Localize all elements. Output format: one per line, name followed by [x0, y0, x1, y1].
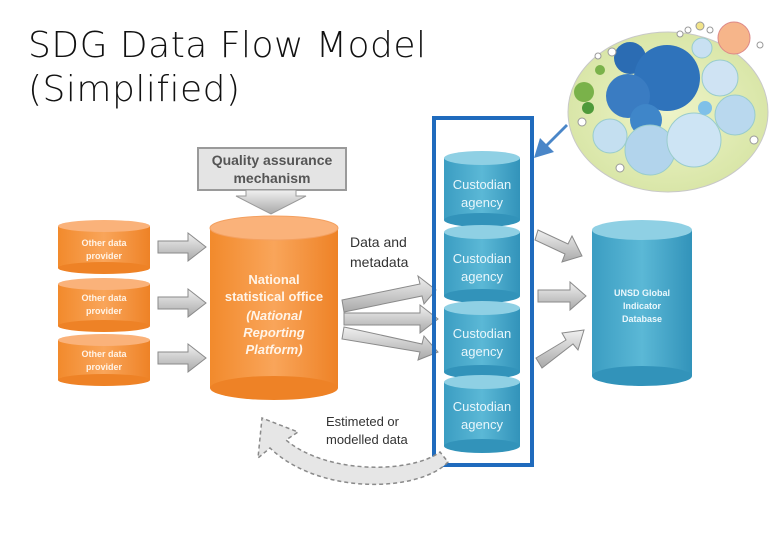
slide-title: SDG Data Flow Model (Simplified): [28, 24, 427, 112]
qa-label-line1: Quality assurance: [212, 152, 333, 168]
pointer-arrow-icon: [534, 124, 568, 158]
slide-title-line1: SDG Data Flow Model: [28, 25, 427, 66]
custodian-label-line2: agency: [461, 269, 503, 284]
unsd-label-line1: UNSD Global: [614, 288, 670, 298]
return-curved-arrow: [257, 416, 449, 486]
nso-label-line5: Platform): [245, 342, 302, 357]
national-statistical-office: National statistical office (National Re…: [209, 215, 339, 400]
provider-label-line1: Other data: [81, 238, 127, 248]
unsd-global-indicator-database: UNSD Global Indicator Database: [592, 220, 692, 386]
custodian-highlight-box: [432, 116, 534, 467]
provider-label-line2: provider: [86, 251, 123, 261]
custodian-agency-1: Custodian agency: [444, 151, 520, 227]
unsd-label-line2: Indicator: [623, 301, 662, 311]
slide-title-line2: (Simplified): [28, 69, 241, 110]
nso-label-line4: Reporting: [243, 325, 304, 340]
nso-to-custodian-arrows: [341, 274, 439, 361]
other-data-provider-1: Other data provider: [58, 220, 150, 274]
flow-label-line2: metadata: [350, 254, 409, 270]
return-label-line1: Estimeted or: [326, 414, 400, 429]
custodian-agency-4: Custodian agency: [444, 375, 520, 453]
provider-label-line2: provider: [86, 362, 123, 372]
custodian-label-line1: Custodian: [453, 399, 512, 414]
provider-to-nso-arrows: [157, 231, 207, 374]
custodian-label-line1: Custodian: [453, 326, 512, 341]
provider-label-line1: Other data: [81, 349, 127, 359]
custodian-label-line1: Custodian: [453, 177, 512, 192]
bubble-cluster-image: [567, 21, 769, 193]
flow-label-line1: Data and: [350, 234, 407, 250]
custodian-to-unsd-arrows: [534, 229, 587, 369]
custodian-label-line2: agency: [461, 195, 503, 210]
provider-label-line2: provider: [86, 306, 123, 316]
nso-label-line3: (National: [246, 308, 302, 323]
provider-label-line1: Other data: [81, 293, 127, 303]
custodian-label-line2: agency: [461, 417, 503, 432]
other-data-provider-3: Other data provider: [58, 334, 150, 386]
unsd-label-line3: Database: [622, 314, 662, 324]
custodian-agency-stack: Custodian agency Custodian agency Custod…: [444, 151, 520, 453]
quality-assurance-box: Quality assurance mechanism: [197, 147, 347, 215]
qa-label-line2: mechanism: [233, 170, 310, 186]
custodian-agency-2: Custodian agency: [444, 225, 520, 303]
custodian-agency-3: Custodian agency: [444, 301, 520, 379]
custodian-label-line2: agency: [461, 344, 503, 359]
other-data-provider-2: Other data provider: [58, 278, 150, 332]
nso-label-line1: National: [248, 272, 299, 287]
nso-label-line2: statistical office: [225, 289, 323, 304]
custodian-label-line1: Custodian: [453, 251, 512, 266]
return-label-line2: modelled data: [326, 432, 408, 447]
